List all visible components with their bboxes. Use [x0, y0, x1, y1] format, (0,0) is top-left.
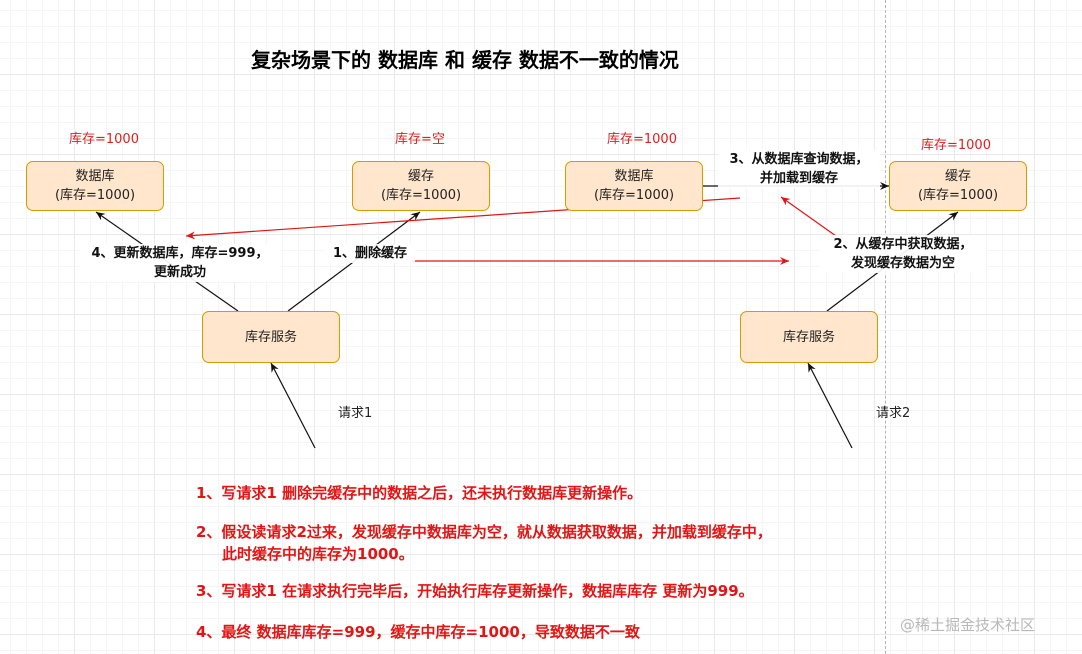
stock-label-cache2: 库存=1000	[921, 138, 991, 153]
node-cache2: 缓存 (库存=1000)	[889, 161, 1027, 211]
watermark: @稀土掘金技术社区	[900, 616, 1036, 634]
node-service2-name: 库存服务	[782, 329, 835, 345]
edge-label-query-db-line1: 3、从数据库查询数据，	[729, 152, 869, 167]
node-cache1-value: (库存=1000)	[380, 188, 462, 203]
note-2-line1: 2、假设读请求2过来，发现缓存中数据库为空，就从数据获取数据，并加载到缓存中，	[196, 523, 772, 541]
node-service2: 库存服务	[740, 311, 878, 363]
edge-label-get-cache-line1: 2、从缓存中获取数据，	[833, 237, 973, 252]
node-db1-value: (库存=1000)	[54, 188, 136, 203]
edge-label-get-cache: 2、从缓存中获取数据， 发现缓存数据为空	[820, 235, 986, 273]
red-arrow-read-db	[780, 196, 837, 237]
note-1: 1、写请求1 删除完缓存中的数据之后，还未执行数据库更新操作。	[196, 484, 643, 502]
node-db1: 数据库 (库存=1000)	[26, 161, 164, 211]
edge-label-update-db-line1: 4、更新数据库，库存=999，	[91, 246, 269, 261]
node-cache2-name: 缓存	[944, 169, 971, 184]
edge-label-update-db: 4、更新数据库，库存=999， 更新成功	[80, 244, 280, 282]
edge-label-query-db-line2: 并加载到缓存	[759, 171, 838, 186]
diagram-title: 复杂场景下的 数据库 和 缓存 数据不一致的情况	[251, 48, 679, 72]
request1-label: 请求1	[338, 406, 373, 421]
arrow-request2	[807, 362, 853, 449]
node-db2: 数据库 (库存=1000)	[565, 161, 703, 211]
node-db1-name: 数据库	[75, 169, 115, 184]
edge-label-get-cache-line2: 发现缓存数据为空	[850, 256, 955, 271]
request2-label: 请求2	[876, 406, 911, 421]
note-2-line2: 此时缓存中的库存为1000。	[222, 545, 414, 563]
node-service1: 库存服务	[202, 311, 340, 363]
node-cache2-value: (库存=1000)	[917, 188, 999, 203]
node-db2-name: 数据库	[614, 169, 654, 184]
note-2: 2、假设读请求2过来，发现缓存中数据库为空，就从数据获取数据，并加载到缓存中， …	[196, 521, 772, 565]
arrow-request1	[270, 362, 316, 449]
note-3: 3、写请求1 在请求执行完毕后，开始执行库存更新操作，数据库库存 更新为999。	[196, 582, 754, 600]
node-db2-value: (库存=1000)	[593, 188, 675, 203]
stock-label-cache1: 库存=空	[395, 132, 445, 147]
node-cache1: 缓存 (库存=1000)	[352, 161, 490, 211]
node-service1-name: 库存服务	[244, 329, 297, 345]
stock-label-db2: 库存=1000	[607, 132, 677, 147]
edge-label-update-db-line2: 更新成功	[153, 265, 206, 280]
stock-label-db1: 库存=1000	[69, 132, 139, 147]
note-4: 4、最终 数据库库存=999，缓存中库存=1000，导致数据不一致	[196, 623, 640, 641]
edge-label-query-db: 3、从数据库查询数据， 并加载到缓存	[718, 150, 880, 188]
node-cache1-name: 缓存	[407, 169, 434, 184]
dashed-divider	[885, 0, 886, 654]
edge-label-delete-cache: 1、删除缓存	[325, 244, 415, 263]
